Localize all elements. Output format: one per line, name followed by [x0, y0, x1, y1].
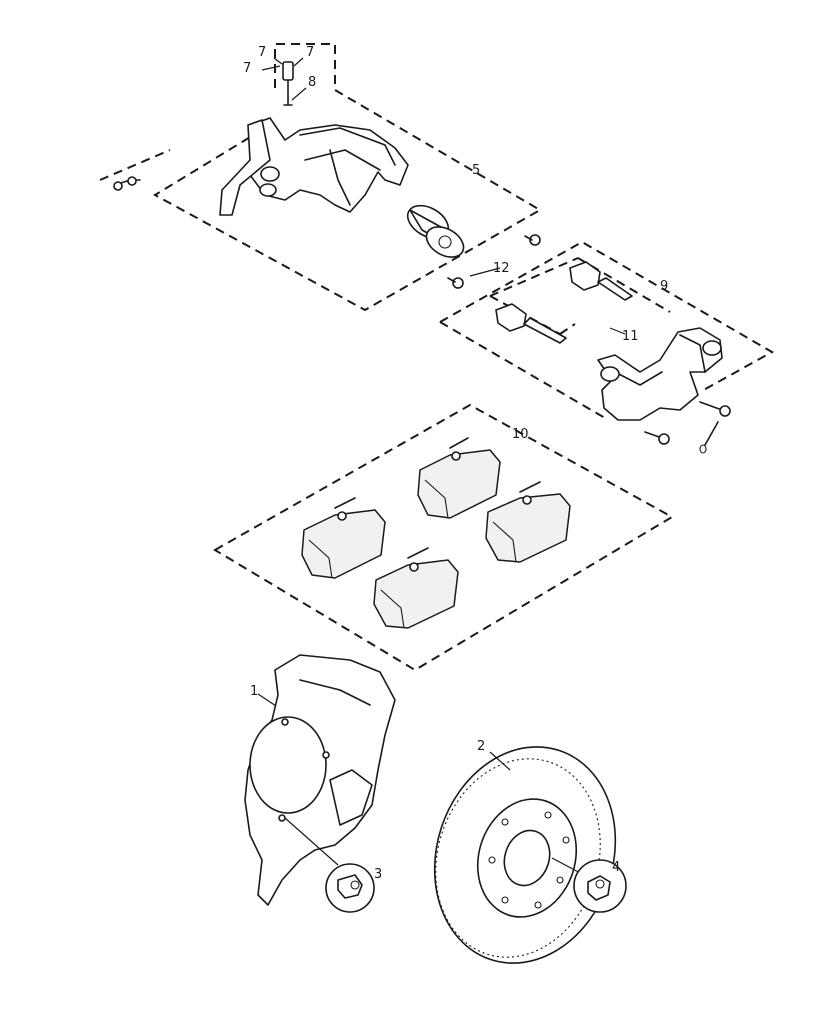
- guide-pin-sleeve: [495, 261, 633, 344]
- callout-3: 3: [374, 867, 382, 882]
- brake-dust-shield: [244, 654, 396, 906]
- callout-12: 12: [493, 261, 510, 276]
- disc-screw-detail: [551, 857, 627, 913]
- callout-labels: 1 2 3 4 5 7 7 7 8 9 10 11 12: [243, 45, 668, 882]
- callout-10: 10: [512, 427, 529, 442]
- callout-11: 11: [622, 329, 639, 344]
- callout-7a: 7: [258, 45, 266, 60]
- pads-group-box: [213, 403, 675, 672]
- brake-pad: [485, 481, 571, 563]
- brake-caliper: [219, 61, 409, 216]
- caliper-carrier: [597, 327, 723, 421]
- brake-disc: [433, 746, 617, 964]
- shield-bolt-detail: [284, 817, 375, 913]
- brake-pad: [417, 437, 501, 519]
- guide-bolt: [447, 234, 541, 289]
- callout-9: 9: [660, 279, 668, 294]
- callout-4: 4: [612, 860, 620, 875]
- callout-7b: 7: [306, 45, 314, 60]
- brake-pad: [373, 547, 459, 629]
- callout-5: 5: [472, 163, 480, 178]
- carrier-bolt: [644, 401, 731, 454]
- caliper-piston: [406, 204, 465, 258]
- callout-2: 2: [477, 739, 485, 754]
- callout-8: 8: [308, 75, 316, 90]
- brake-pad: [301, 497, 386, 579]
- leader-lines: [257, 57, 626, 771]
- callout-7c: 7: [243, 61, 251, 76]
- caliper-group-box: [99, 43, 542, 312]
- callout-1: 1: [250, 684, 258, 699]
- caliper-bolt-left: [113, 176, 141, 191]
